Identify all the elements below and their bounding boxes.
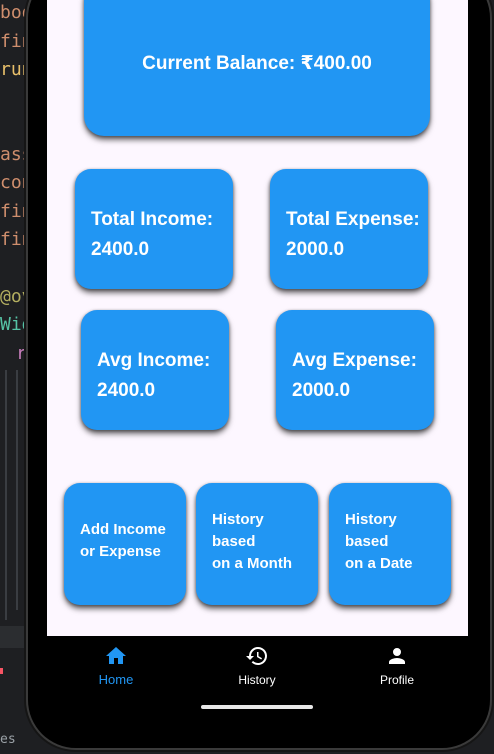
code-line: fin [0, 201, 33, 222]
total-expense-label: Total Expense: [286, 209, 420, 230]
nav-profile-label: Profile [379, 673, 414, 687]
nav-home-label: Home [98, 672, 134, 687]
app-screen: Current Balance: ₹400.00 Total Income: 2… [47, 0, 468, 636]
total-income-card[interactable]: Total Income: 2400.0 [75, 169, 233, 289]
avg-expense-card[interactable]: Avg Expense: 2000.0 [276, 310, 434, 430]
code-line: fin [0, 229, 33, 250]
code-line: run [0, 59, 33, 80]
code-line: Wid [0, 314, 33, 335]
selection-highlight [0, 626, 24, 648]
balance-card[interactable]: Current Balance: ₹400.00 [84, 0, 430, 136]
code-line: boo [0, 2, 33, 23]
code-line: ass [0, 144, 33, 165]
code-line: @ov [0, 286, 33, 307]
total-expense-value: 2000.0 [286, 239, 345, 260]
total-income-value: 2400.0 [91, 239, 150, 260]
action-label-line: based [212, 533, 256, 550]
action-label-line: based [345, 533, 389, 550]
home-indicator[interactable] [201, 705, 313, 709]
action-label-line: Add Income [80, 521, 166, 538]
code-line: con [0, 172, 33, 193]
action-label-line: on a Date [345, 555, 413, 572]
error-marker [0, 668, 3, 674]
action-label-line: on a Month [212, 555, 292, 572]
action-label-line: or Expense [80, 543, 161, 560]
nav-history[interactable]: History [207, 644, 307, 696]
total-expense-card[interactable]: Total Expense: 2000.0 [270, 169, 428, 289]
nav-home[interactable]: Home [66, 644, 166, 696]
avg-expense-value: 2000.0 [292, 380, 351, 401]
history-month-button[interactable]: History based on a Month [196, 483, 318, 605]
avg-income-label: Avg Income: [97, 350, 211, 371]
action-label-line: History [345, 511, 397, 528]
person-icon [389, 648, 405, 664]
history-icon [246, 647, 267, 665]
balance-text: Current Balance: ₹400.00 [142, 53, 372, 74]
nav-profile[interactable]: Profile [347, 644, 447, 696]
indent-guide [5, 370, 7, 620]
total-income-label: Total Income: [91, 209, 214, 230]
editor-status-text: es [0, 732, 16, 747]
indent-guide [16, 370, 18, 610]
action-label-line: History [212, 511, 264, 528]
nav-history-label: History [238, 673, 276, 687]
add-income-expense-button[interactable]: Add Income or Expense [64, 483, 186, 605]
home-icon [106, 647, 126, 664]
avg-income-card[interactable]: Avg Income: 2400.0 [81, 310, 229, 430]
history-date-button[interactable]: History based on a Date [329, 483, 451, 605]
code-line: r [16, 343, 27, 364]
code-line: fin [0, 31, 33, 52]
avg-expense-label: Avg Expense: [292, 350, 417, 371]
avg-income-value: 2400.0 [97, 380, 156, 401]
